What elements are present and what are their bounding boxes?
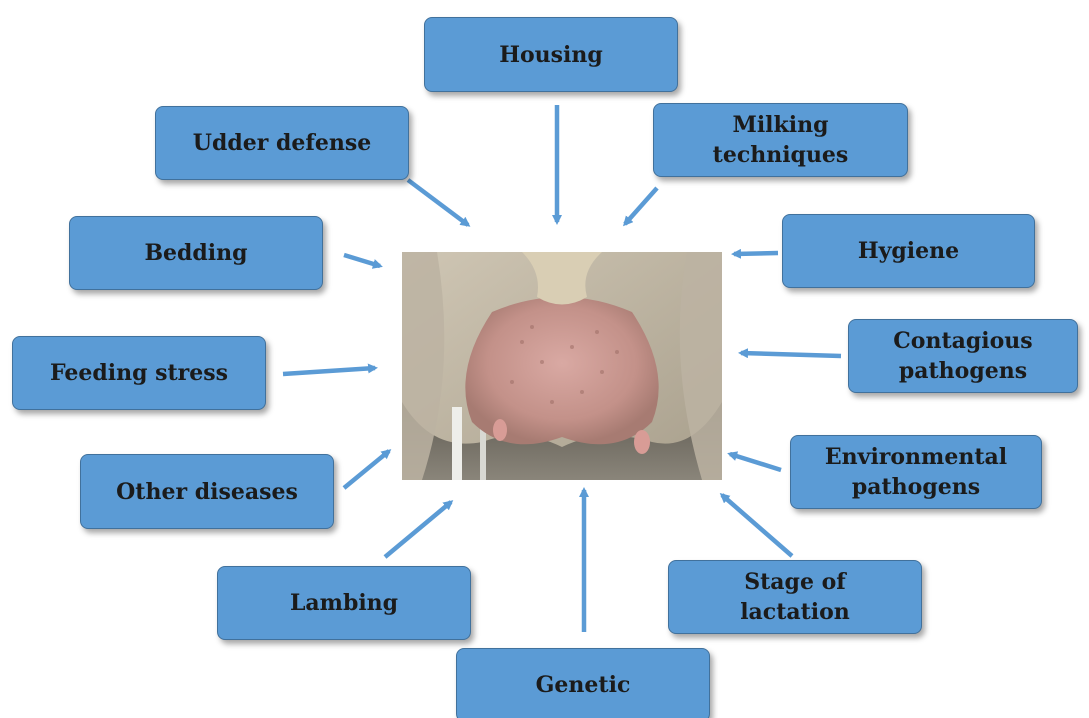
factor-hygiene: Hygiene [782, 214, 1035, 288]
factor-lambing: Lambing [217, 566, 471, 640]
factor-housing: Housing [424, 17, 678, 92]
factor-environmental-pathogens: Environmental pathogens [790, 435, 1042, 509]
factor-bedding: Bedding [69, 216, 323, 290]
factor-bedding-label: Bedding [144, 238, 247, 268]
arrow-udder-defense [408, 180, 468, 225]
factor-feeding-stress: Feeding stress [12, 336, 266, 410]
factor-milking-techniques-label: Milking techniques [696, 110, 866, 170]
factor-feeding-stress-label: Feeding stress [50, 358, 228, 388]
factor-stage-of-lactation: Stage of lactation [668, 560, 922, 634]
sheep-udder-photo [402, 252, 722, 480]
factor-lambing-label: Lambing [290, 588, 398, 618]
factor-genetic: Genetic [456, 648, 710, 718]
factor-housing-label: Housing [499, 40, 603, 70]
factor-udder-defense-label: Udder defense [193, 128, 371, 158]
arrow-stage-of-lactation [722, 495, 792, 556]
arrow-bedding [344, 255, 380, 266]
arrow-environmental-pathogens [730, 454, 781, 470]
arrow-milking-techniques [625, 188, 657, 224]
arrow-hygiene [734, 253, 778, 254]
factor-genetic-label: Genetic [536, 670, 631, 700]
factor-milking-techniques: Milking techniques [653, 103, 908, 177]
arrow-contagious-pathogens [741, 353, 841, 356]
factor-udder-defense: Udder defense [155, 106, 409, 180]
factor-environmental-pathogens-label: Environmental pathogens [816, 442, 1016, 502]
factor-contagious-pathogens: Contagious pathogens [848, 319, 1078, 393]
factor-stage-of-lactation-label: Stage of lactation [730, 567, 860, 627]
factor-other-diseases-label: Other diseases [116, 477, 298, 507]
arrow-lambing [385, 502, 451, 557]
arrow-feeding-stress [283, 368, 375, 374]
factor-hygiene-label: Hygiene [858, 236, 959, 266]
factor-other-diseases: Other diseases [80, 454, 334, 529]
factor-contagious-pathogens-label: Contagious pathogens [878, 326, 1048, 386]
arrow-other-diseases [344, 451, 389, 488]
